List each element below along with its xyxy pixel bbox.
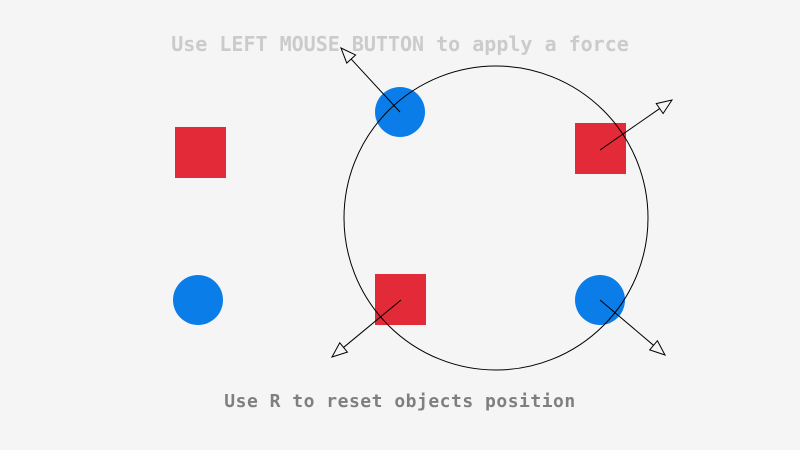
force-arrow-1 <box>340 47 401 113</box>
red-square-right[interactable] <box>575 123 626 174</box>
instruction-reset: Use R to reset objects position <box>224 391 576 412</box>
force-arrow-4 <box>599 299 667 356</box>
force-arrowhead-icon <box>340 47 357 64</box>
force-arrow-2 <box>599 99 674 151</box>
force-arrow-3 <box>330 299 402 358</box>
instruction-apply-force: Use LEFT MOUSE BUTTON to apply a force <box>171 32 629 56</box>
force-arrow-shaft <box>599 108 660 151</box>
boundary-circle <box>343 65 649 371</box>
force-arrow-shaft <box>343 299 402 348</box>
force-arrow-shaft <box>350 58 401 113</box>
force-arrow-shaft <box>599 299 654 346</box>
blue-circle-left[interactable] <box>173 275 223 325</box>
force-arrowhead-icon <box>648 339 667 356</box>
red-square-left[interactable] <box>175 127 226 178</box>
force-arrowhead-icon <box>330 341 349 358</box>
force-arrowhead-icon <box>655 99 674 115</box>
red-square-center[interactable] <box>375 274 426 325</box>
